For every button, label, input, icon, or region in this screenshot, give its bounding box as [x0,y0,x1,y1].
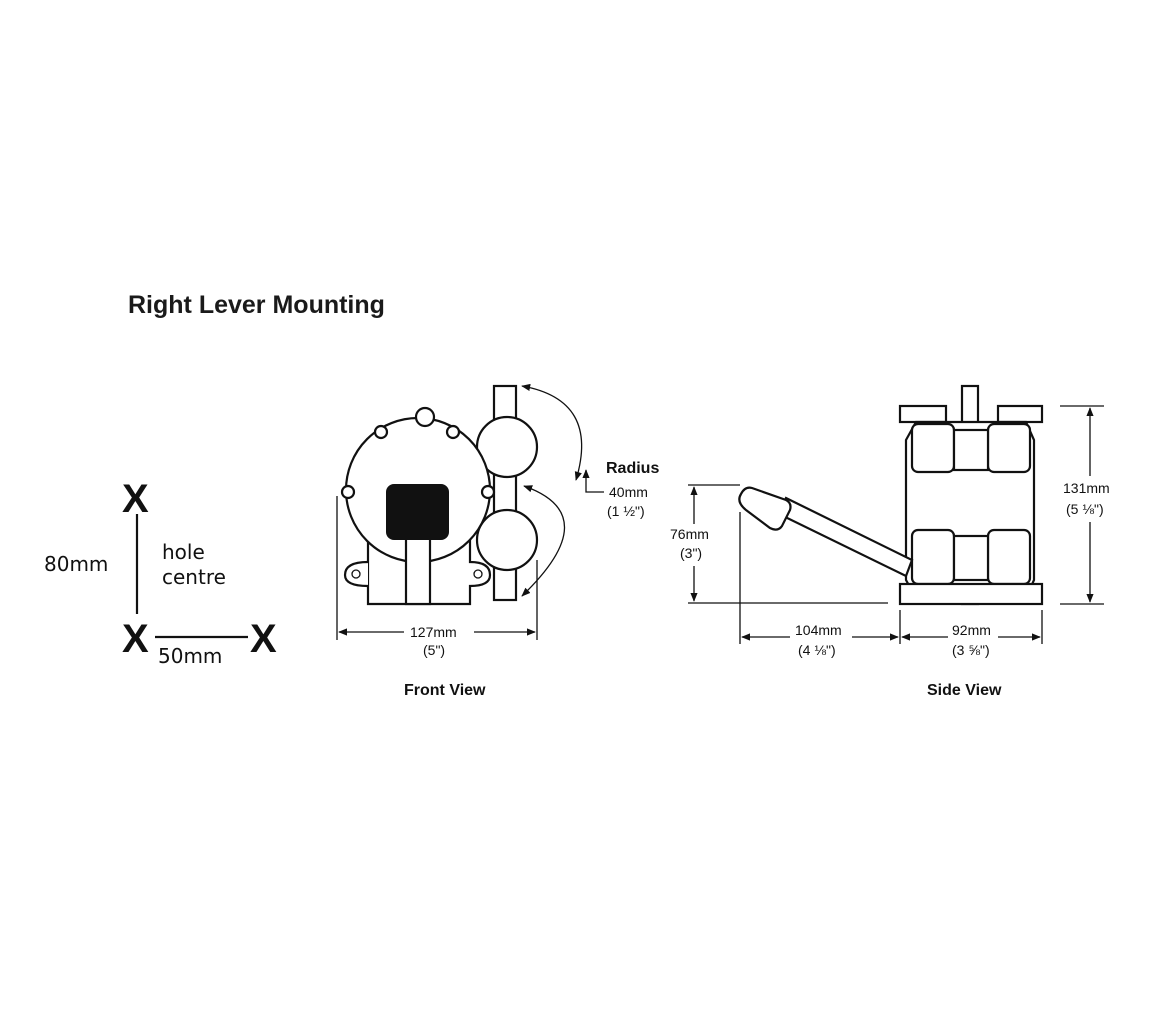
lower-block-right [986,528,1032,586]
front-width-mm: 127mm [410,624,457,640]
housing-lug-upper-right [445,424,461,440]
housing-lug-right [480,484,496,500]
front-view-label: Front View [404,682,486,699]
side-base [898,582,1044,606]
top-flange-right [996,404,1044,424]
lever-height-mm: 76mm [670,526,709,542]
hole-mark-bottom-right: X [250,617,277,661]
radius-leader [582,469,604,493]
radius-arc-upper [521,383,583,481]
housing-lug-top [414,406,436,428]
radius-in: (1 ½") [607,503,645,519]
hole-pattern: X X X 80mm 50mm hole centre [44,477,277,668]
page-title: Right Lever Mounting [128,291,385,319]
side-view-drawing: 131mm (5 ⅛") 76mm (3") 104mm (4 ⅛") 92mm… [670,384,1110,699]
hole-mark-bottom-left: X [122,617,149,661]
lever-handle [738,486,792,531]
side-height-mm: 131mm [1063,480,1110,496]
lever-height-in: (3") [680,545,702,561]
depth-in: (3 ⅝") [952,642,990,658]
lower-block-left [910,528,956,586]
hole-mark-top: X [122,477,149,521]
top-flange-left [898,404,948,424]
vertical-spacing-label: 80mm [44,552,108,576]
side-height-in: (5 ⅛") [1066,501,1104,517]
front-width-in: (5") [423,642,445,658]
valve-block [386,484,449,540]
upper-block-left [910,422,956,474]
lower-block-center [952,534,990,582]
radius-label: Radius [606,460,659,477]
upper-block-center [952,428,990,472]
upper-block-right [986,422,1032,474]
radius-mm: 40mm [609,484,648,500]
hole-label-line2: centre [162,565,226,589]
radius-arc-lower [521,485,566,597]
lever-arm [777,496,914,578]
depth-mm: 92mm [952,622,991,638]
side-view-label: Side View [927,682,1002,699]
housing-lug-upper-left [373,424,389,440]
lever-reach-mm: 104mm [795,622,842,638]
mount-hole-left [351,569,361,579]
hole-label-line1: hole [162,540,205,564]
mount-hole-right [473,569,483,579]
front-view-drawing: Radius 40mm (1 ½") 127mm (5") Front View [336,383,659,699]
pump-stem [404,536,432,606]
lever-position-lower [475,508,539,572]
housing-lug-left [340,484,356,500]
lever-reach-in: (4 ⅛") [798,642,836,658]
horizontal-spacing-label: 50mm [158,644,222,668]
base-ear-left [343,560,369,588]
